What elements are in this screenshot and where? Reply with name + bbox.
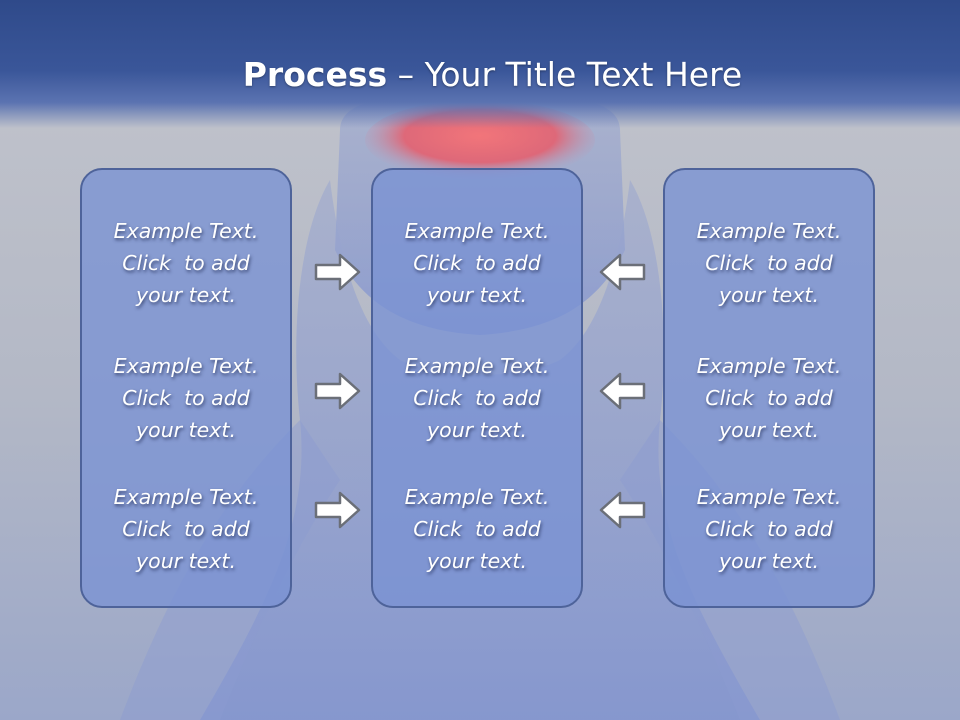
text-line: Click to add (413, 386, 541, 410)
text-block[interactable]: Example Text. Click to add your text. (665, 215, 873, 311)
text-line: Click to add (122, 251, 250, 275)
text-line: your text. (427, 418, 527, 442)
text-line: Example Text. (404, 219, 550, 243)
text-line: Click to add (413, 251, 541, 275)
arrow-left-icon[interactable] (598, 490, 646, 530)
text-line: Example Text. (113, 354, 259, 378)
text-line: your text. (427, 549, 527, 573)
text-line: Example Text. (696, 354, 842, 378)
text-block[interactable]: Example Text. Click to add your text. (373, 215, 581, 311)
text-line: your text. (136, 418, 236, 442)
panel-middle: Example Text. Click to add your text. Ex… (371, 168, 583, 608)
text-line: your text. (427, 283, 527, 307)
text-block[interactable]: Example Text. Click to add your text. (665, 350, 873, 446)
text-line: Example Text. (113, 219, 259, 243)
title-bar (0, 0, 960, 128)
slide-title[interactable]: Process – Your Title Text Here (0, 52, 960, 98)
title-bold: Process (242, 55, 388, 94)
text-line: Click to add (122, 517, 250, 541)
text-line: Click to add (705, 251, 833, 275)
arrow-left-icon[interactable] (598, 252, 646, 292)
text-line: your text. (719, 283, 819, 307)
text-line: your text. (719, 418, 819, 442)
text-line: Click to add (705, 517, 833, 541)
arrow-right-icon[interactable] (314, 490, 362, 530)
arrow-right-icon[interactable] (314, 371, 362, 411)
text-line: your text. (136, 283, 236, 307)
text-line: your text. (719, 549, 819, 573)
text-line: Click to add (122, 386, 250, 410)
text-line: Example Text. (113, 485, 259, 509)
text-block[interactable]: Example Text. Click to add your text. (82, 215, 290, 311)
arrow-right-icon[interactable] (314, 252, 362, 292)
title-rest: – Your Title Text Here (387, 55, 743, 94)
text-line: Example Text. (404, 485, 550, 509)
text-line: Example Text. (696, 485, 842, 509)
arrow-left-icon[interactable] (598, 371, 646, 411)
text-line: Example Text. (404, 354, 550, 378)
text-block[interactable]: Example Text. Click to add your text. (373, 481, 581, 577)
text-block[interactable]: Example Text. Click to add your text. (82, 350, 290, 446)
text-line: Example Text. (696, 219, 842, 243)
text-line: Click to add (413, 517, 541, 541)
panel-right: Example Text. Click to add your text. Ex… (663, 168, 875, 608)
panel-left: Example Text. Click to add your text. Ex… (80, 168, 292, 608)
text-line: Click to add (705, 386, 833, 410)
text-block[interactable]: Example Text. Click to add your text. (373, 350, 581, 446)
text-block[interactable]: Example Text. Click to add your text. (665, 481, 873, 577)
text-block[interactable]: Example Text. Click to add your text. (82, 481, 290, 577)
text-line: your text. (136, 549, 236, 573)
